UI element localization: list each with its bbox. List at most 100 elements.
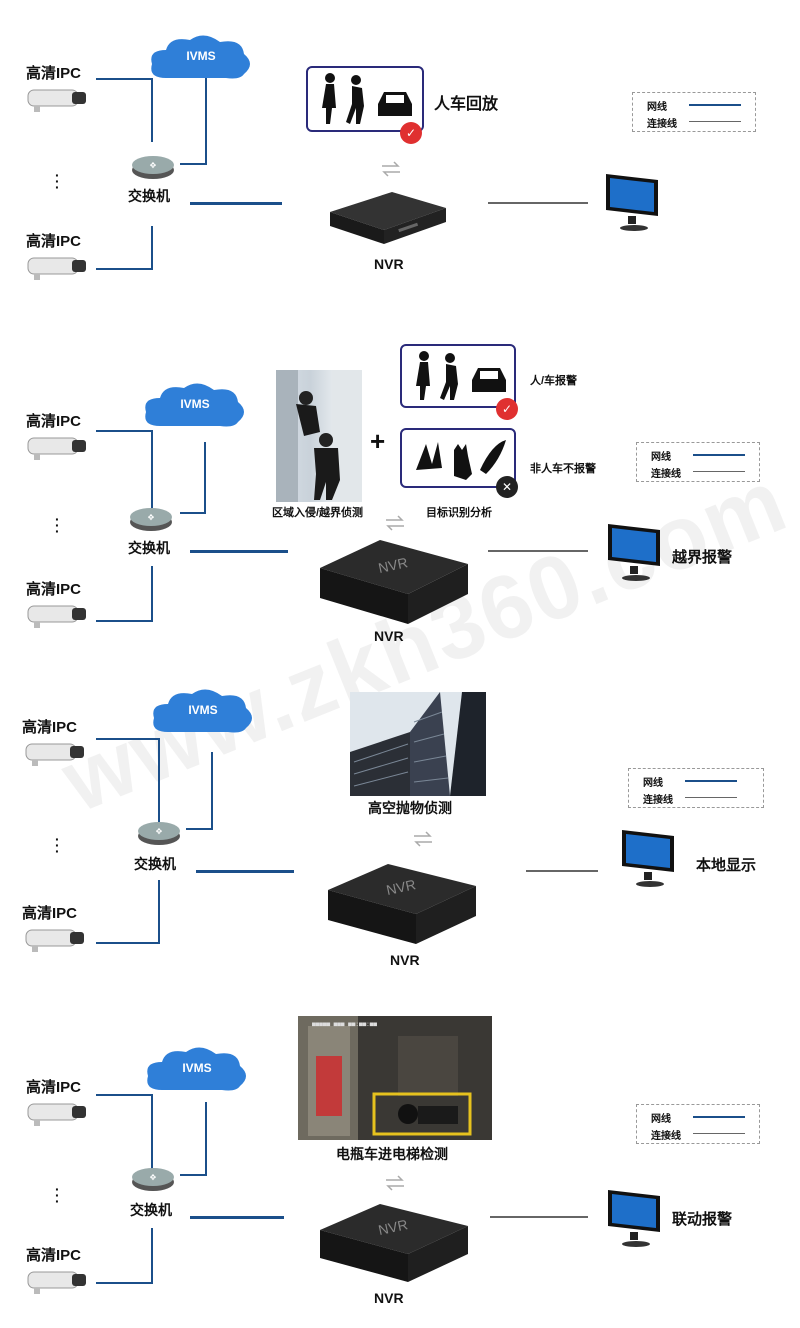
ellipsis-dots: ··· [55, 1181, 60, 1209]
monitor-icon [622, 830, 674, 887]
connect-line [526, 870, 598, 872]
switch-icon: ✥ [132, 1168, 174, 1191]
network-line [205, 1102, 207, 1176]
network-line [180, 163, 207, 165]
intrusion-photo [276, 370, 362, 502]
legend: 网线 连接线 [636, 442, 760, 482]
network-line [151, 566, 153, 622]
target-analysis-caption: 目标识别分析 [426, 507, 492, 519]
person-vehicle-alarm-card [400, 344, 516, 408]
switch-label: 交换机 [134, 856, 176, 872]
panel-intrusion-detection: 高清IPC ··· 高清IPC IVMS ✥ 交换机 区域入侵/越界侦测 + ✓… [0, 330, 800, 660]
nvr-device [330, 192, 446, 244]
network-line [205, 78, 207, 164]
network-line [204, 442, 206, 514]
high-altitude-caption: 高空抛物侦测 [368, 800, 452, 816]
camera-icon [27, 1103, 86, 1126]
bidirectional-arrows-icon [386, 1175, 404, 1191]
network-line [96, 620, 152, 622]
legend-connect-label: 连接线 [651, 1131, 681, 1142]
network-line [96, 1094, 152, 1096]
svg-text:✥: ✥ [150, 161, 157, 170]
camera-icon [25, 743, 84, 766]
building-photo [350, 692, 486, 796]
ivms-label: IVMS [180, 397, 210, 411]
switch-label: 交换机 [130, 1202, 172, 1218]
connect-line [488, 202, 588, 204]
legend-connect-swatch [693, 471, 745, 472]
camera-icon [27, 257, 86, 280]
switch-icon: ✥ [138, 822, 180, 845]
network-line [190, 202, 282, 205]
network-line [180, 1174, 207, 1176]
camera-icon [27, 1271, 86, 1294]
svg-text:✥: ✥ [150, 1173, 157, 1182]
switch-icon: ✥ [132, 156, 174, 179]
bidirectional-arrows-icon [382, 161, 400, 177]
network-line [158, 880, 160, 944]
nvr-device: NVR [328, 864, 476, 944]
nvr-box-label: NVR [377, 554, 409, 576]
ivms-cloud: IVMS [146, 34, 256, 82]
camera-label-top: 高清IPC [26, 413, 82, 430]
legend-network-swatch [685, 780, 737, 782]
no-alarm-label: 非人车不报警 [530, 463, 596, 475]
legend-connect-label: 连接线 [651, 469, 681, 480]
network-line [96, 430, 152, 432]
network-line [151, 1094, 153, 1174]
nvr-label: NVR [390, 952, 420, 968]
legend-network-swatch [693, 1116, 745, 1118]
ellipsis-dots: ··· [55, 831, 60, 859]
ivms-label: IVMS [188, 703, 218, 717]
svg-text:✥: ✥ [156, 827, 163, 836]
monitor-icon [608, 1190, 660, 1247]
legend-network-label: 网线 [647, 102, 667, 113]
ivms-label: IVMS [182, 1061, 212, 1075]
camera-icon [25, 929, 84, 952]
intrusion-caption: 区域入侵/越界侦测 [272, 507, 364, 519]
network-line [151, 430, 153, 508]
legend-network-swatch [689, 104, 741, 106]
non-person-vehicle-card [400, 428, 516, 488]
panel-person-vehicle-playback: 高清IPC ··· 高清IPC IVMS ✥ 交换机 ✓ 人车回放 NVR 网线… [0, 0, 800, 310]
legend: 网线 连接线 [632, 92, 756, 132]
network-line [151, 226, 153, 270]
camera-icon [27, 89, 86, 112]
legend-connect-swatch [693, 1133, 745, 1134]
network-line [196, 870, 294, 873]
switch-icon: ✥ [130, 508, 172, 531]
monitor-icon [608, 524, 660, 581]
panel-ebike-elevator-detection: 高清IPC ··· 高清IPC IVMS ✥ 交换机 ■■■■■ ■■■ ■■:… [0, 990, 800, 1328]
elevator-photo: ■■■■■ ■■■ ■■:■■:■■ [298, 1016, 492, 1140]
camera-label-bottom: 高清IPC [26, 233, 82, 250]
legend-network-swatch [693, 454, 745, 456]
network-line [186, 828, 213, 830]
check-icon: ✓ [400, 122, 422, 144]
switch-label: 交换机 [128, 540, 170, 556]
camera-label-top: 高清IPC [22, 719, 78, 736]
nvr-device: NVR [320, 540, 468, 624]
connect-line [488, 550, 588, 552]
network-line [96, 1282, 152, 1284]
svg-text:✥: ✥ [148, 513, 155, 522]
bidirectional-arrows-icon [414, 831, 432, 847]
legend-connect-swatch [685, 797, 737, 798]
network-line [190, 550, 288, 553]
ivms-cloud: IVMS [148, 688, 258, 736]
nvr-label: NVR [374, 256, 404, 272]
camera-label-bottom: 高清IPC [26, 581, 82, 598]
camera-label-top: 高清IPC [26, 1079, 82, 1096]
monitor-label: 本地显示 [696, 857, 757, 874]
nvr-label: NVR [374, 628, 404, 644]
network-line [151, 1228, 153, 1284]
monitor-label: 联动报警 [672, 1211, 733, 1228]
person-vehicle-card [306, 66, 424, 132]
legend-network-label: 网线 [643, 778, 663, 789]
connect-line [490, 1216, 588, 1218]
network-line [180, 512, 206, 514]
legend-connect-label: 连接线 [643, 795, 673, 806]
alarm-label: 人/车报警 [530, 375, 578, 387]
plus-sign: + [370, 426, 386, 456]
ellipsis-dots: ··· [55, 511, 60, 539]
network-line [96, 942, 160, 944]
